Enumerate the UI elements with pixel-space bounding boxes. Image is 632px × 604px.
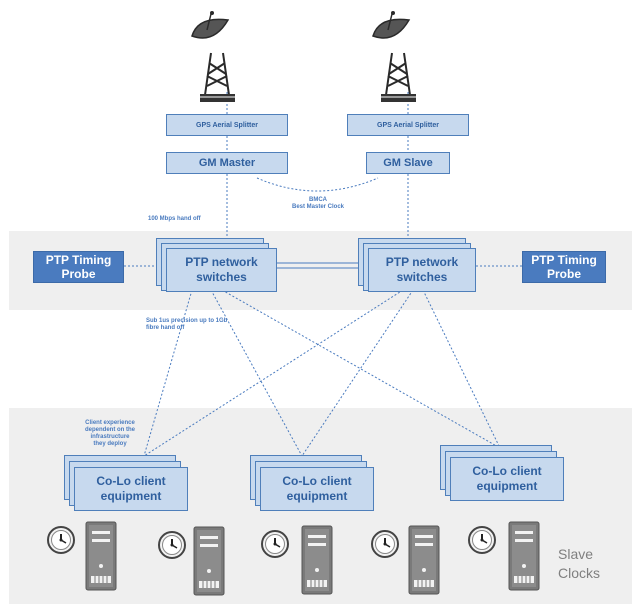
clock-icon: [47, 526, 75, 554]
ptp-timing-probe-left: PTP Timing Probe: [33, 251, 124, 283]
switch-left: PTP network switches: [166, 248, 277, 292]
clock-icon: [261, 530, 289, 558]
server-icon: [508, 521, 540, 591]
client-experience-label: Client experience dependent on the infra…: [85, 420, 135, 447]
gps-aerial-splitter-left: GPS Aerial Splitter: [166, 114, 288, 136]
client-mid: Co-Lo client equipment: [260, 467, 374, 511]
server-icon: [408, 525, 440, 595]
hand-off-label: 100 Mbps hand off: [148, 216, 201, 222]
ptp-timing-probe-right: PTP Timing Probe: [522, 251, 606, 283]
client-left: Co-Lo client equipment: [74, 467, 188, 511]
gm-slave-box: GM Slave: [366, 152, 450, 174]
client-right: Co-Lo client equipment: [450, 457, 564, 501]
switch-right: PTP network switches: [368, 248, 476, 292]
clock-icon: [371, 530, 399, 558]
clock-icon: [158, 531, 186, 559]
server-icon: [301, 525, 333, 595]
server-icon: [85, 521, 117, 591]
gps-aerial-splitter-right: GPS Aerial Splitter: [347, 114, 469, 136]
clock-icon: [468, 526, 496, 554]
gm-master-box: GM Master: [166, 152, 288, 174]
server-icon: [193, 526, 225, 596]
